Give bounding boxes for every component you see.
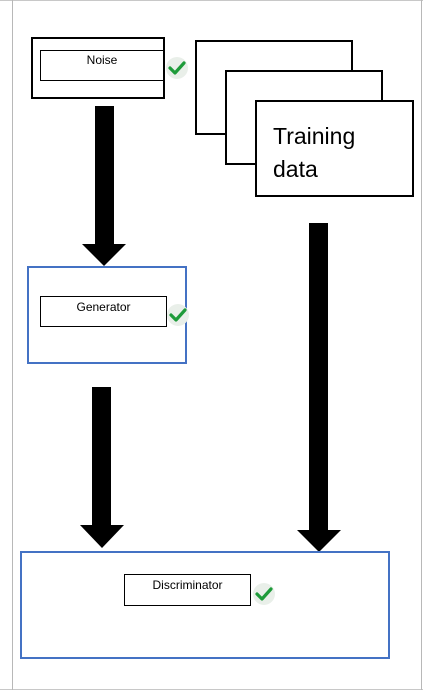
check-icon bbox=[253, 583, 275, 605]
training-data-page-front[interactable]: Training data bbox=[255, 100, 414, 197]
discriminator-box[interactable] bbox=[20, 551, 390, 659]
noise-label: Noise bbox=[40, 50, 164, 81]
generator-label: Generator bbox=[40, 296, 167, 327]
discriminator-label: Discriminator bbox=[124, 574, 251, 606]
training-data-line2: data bbox=[273, 156, 318, 182]
check-icon bbox=[167, 304, 189, 326]
check-icon bbox=[166, 57, 188, 79]
training-data-label: Training data bbox=[273, 120, 413, 186]
training-data-line1: Training bbox=[273, 123, 356, 149]
left-border-line bbox=[12, 0, 13, 690]
right-border-line bbox=[421, 0, 422, 690]
